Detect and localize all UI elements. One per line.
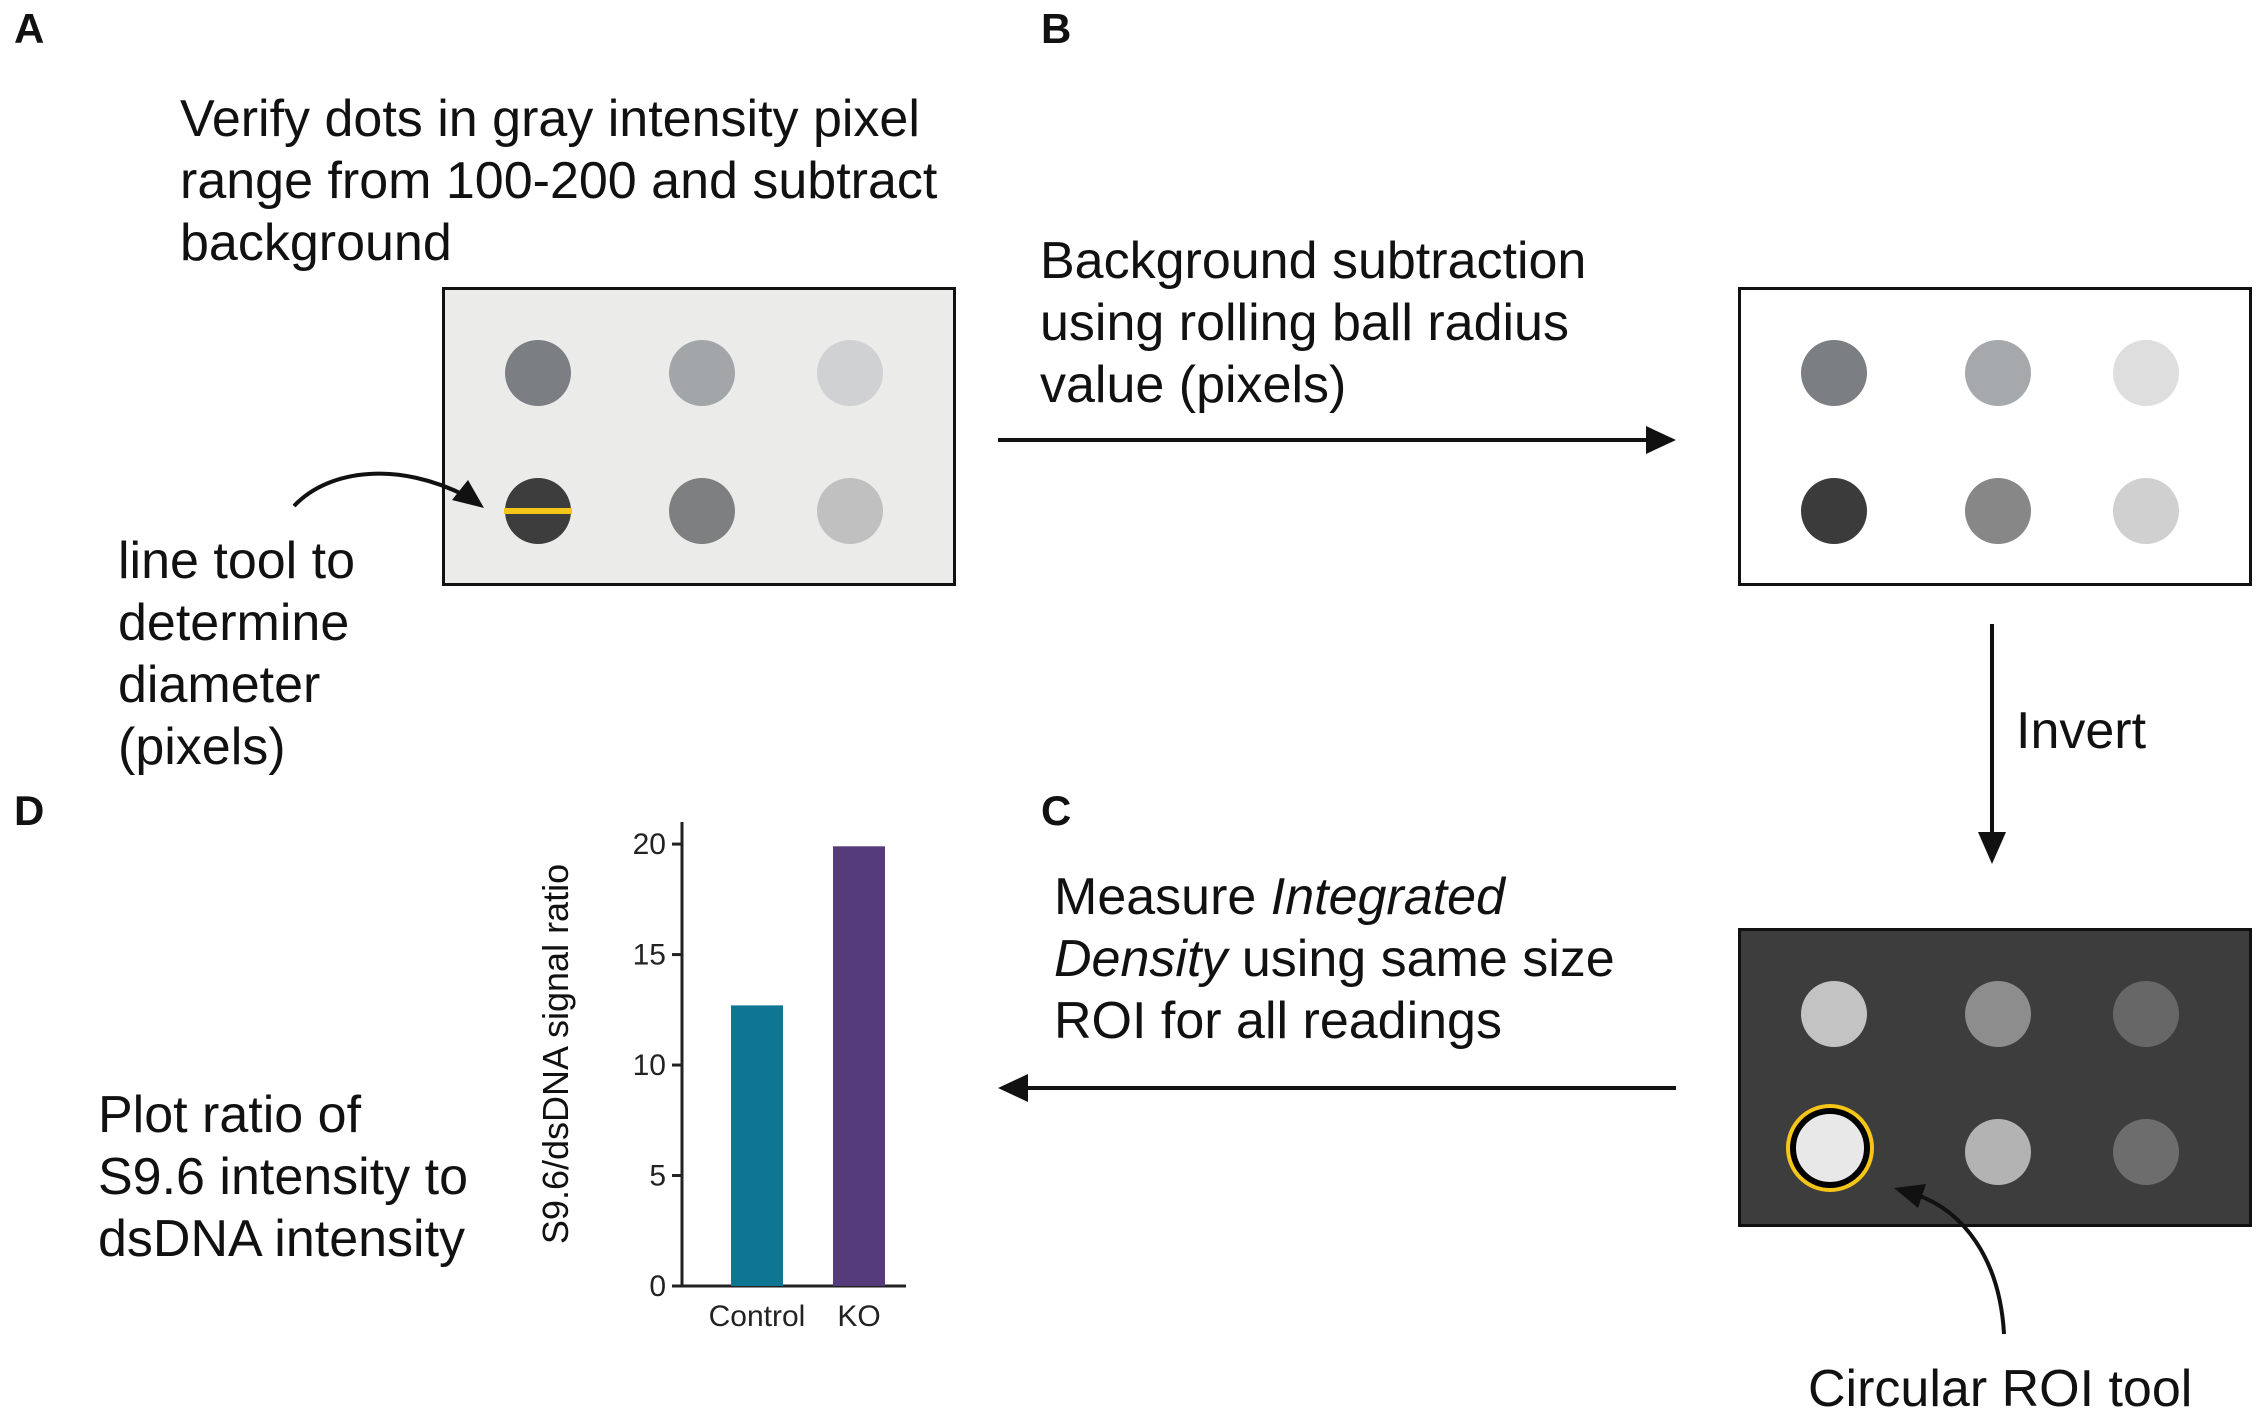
dot-b-4 [1801,478,1867,544]
chart-x-tick-label: Control [709,1300,806,1333]
measure-line-2-italic: Density [1054,930,1228,988]
roi-pointer-arrow [1913,1192,2006,1335]
arrow-a-to-b-head [1646,426,1676,454]
panel-a-title: Verify dots in gray intensity pixel rang… [180,88,937,274]
chart-bar-ko [833,846,885,1286]
chart-bar-control [731,1005,783,1286]
measure-line-1-italic: Integrated [1270,868,1505,926]
panel-d-text: Plot ratio of S9.6 intensity to dsDNA in… [98,1084,468,1270]
line-tool-annotation-line-4: (pixels) [118,718,286,776]
dot-blot-subtracted-image [1738,287,2252,586]
line-tool-pointer-arrow [292,471,467,508]
background-subtraction-line-2: using rolling ball radius [1040,294,1569,352]
measure-line-1-plain: Measure [1054,868,1271,926]
line-tool-annotation: line tool to determine diameter (pixels) [118,530,355,778]
chart-x-tick-label: KO [837,1300,880,1333]
chart-y-tick-label: 5 [649,1160,666,1193]
dot-b-6 [2113,478,2179,544]
panel-d-line-2: S9.6 intensity to [98,1148,468,1206]
chart-y-tick-label: 0 [649,1270,666,1303]
measure-label: Measure Integrated Density using same si… [1054,866,1615,1052]
panel-d-line-1: Plot ratio of [98,1086,362,1144]
dot-b-2 [1965,340,2031,406]
panel-letter-a: A [14,5,45,52]
dot-a-5 [669,478,735,544]
panel-letter-c: C [1041,787,1072,834]
dot-blot-original-image [442,287,956,586]
dot-blot-inverted-image [1738,928,2252,1227]
panel-a-title-line-3: background [180,214,452,272]
dot-a-2 [669,340,735,406]
dot-b-1 [1801,340,1867,406]
line-tool-marker [504,508,572,514]
dot-c-2 [1965,981,2031,1047]
circular-roi-ring [1790,1108,1870,1188]
panel-a-title-line-2: range from 100-200 and subtract [180,152,938,210]
panel-a-title-line-1: Verify dots in gray intensity pixel [180,90,920,148]
dot-c-1 [1801,981,1867,1047]
dot-c-3 [2113,981,2179,1047]
dot-c-5 [1965,1119,2031,1185]
arrow-c-to-d-head [998,1074,1028,1102]
dot-a-1 [505,340,571,406]
circular-roi-label: Circular ROI tool [1808,1360,2193,1418]
dot-c-6 [2113,1119,2179,1185]
line-tool-pointer-arrowhead [452,480,484,508]
chart-y-tick-label: 20 [633,828,666,861]
invert-label: Invert [2016,702,2147,760]
dot-a-6 [817,478,883,544]
dot-b-3 [2113,340,2179,406]
arrow-invert-head [1978,832,2006,864]
dot-a-3 [817,340,883,406]
measure-line-2-plain: using same size [1227,930,1615,988]
measure-line-2: Density using same size [1054,928,1615,990]
background-subtraction-line-1: Background subtraction [1040,232,1587,290]
line-tool-annotation-line-2: determine [118,594,350,652]
measure-line-3: ROI for all readings [1054,992,1502,1050]
panel-d-line-3: dsDNA intensity [98,1210,466,1268]
chart-y-tick-label: 10 [633,1049,666,1082]
chart-bars [731,846,885,1286]
measure-line-1: Measure Integrated [1054,866,1615,928]
dot-b-5 [1965,478,2031,544]
background-subtraction-line-3: value (pixels) [1040,356,1347,414]
roi-pointer-arrowhead [1894,1184,1926,1208]
line-tool-annotation-line-3: diameter [118,656,321,714]
line-tool-annotation-line-1: line tool to [118,532,356,590]
panel-letter-b: B [1041,5,1072,52]
background-subtraction-label: Background subtraction using rolling bal… [1040,230,1586,416]
chart-y-axis-label: S9.6/dsDNA signal ratio [535,864,576,1244]
panel-letter-d: D [14,787,45,834]
chart-y-tick-label: 15 [633,939,666,972]
